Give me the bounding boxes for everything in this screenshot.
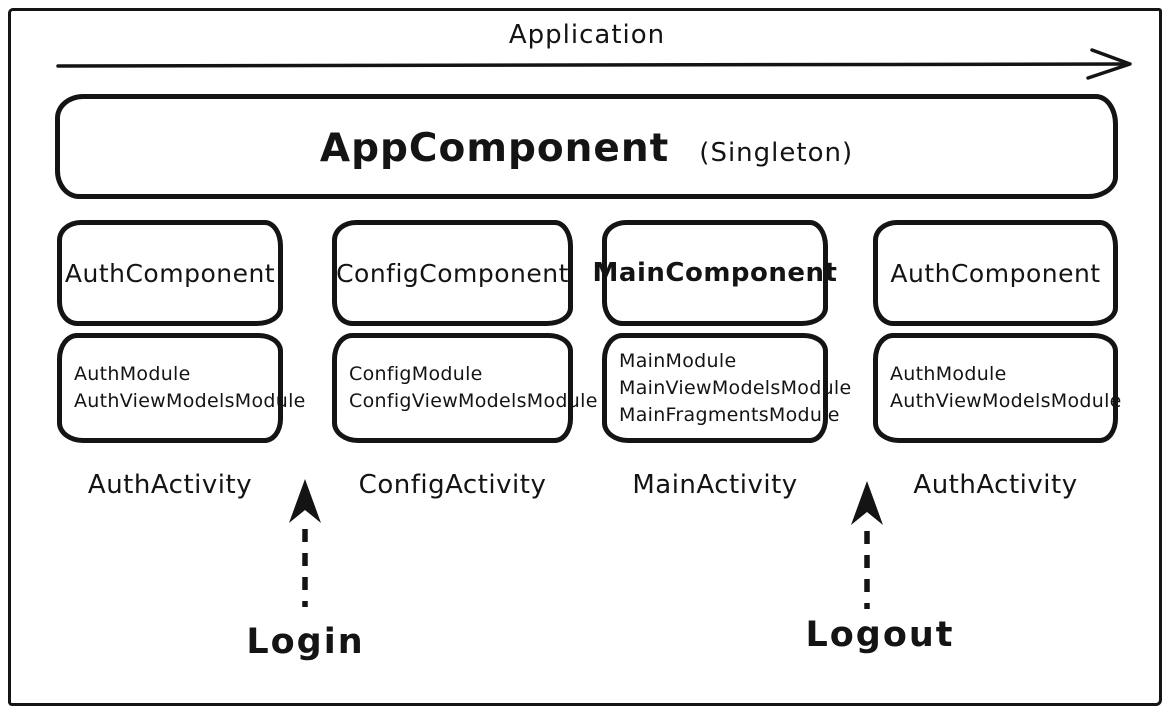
component-box-auth-2: AuthComponent — [873, 220, 1118, 326]
diagram-border-frame — [8, 8, 1162, 706]
login-action-label: Login — [246, 622, 365, 662]
app-component-box: AppComponent (Singleton) — [55, 94, 1118, 199]
activity-label-auth-1: AuthActivity — [87, 470, 253, 500]
module-box-main: MainModule MainViewModelsModule MainFrag… — [602, 333, 851, 443]
login-arrow-icon — [289, 479, 321, 607]
diagram-title: Application — [508, 20, 666, 50]
activity-label-main: MainActivity — [632, 470, 798, 500]
component-box-main: MainComponent — [593, 220, 837, 326]
module-box-config: ConfigModule ConfigViewModelsModule — [332, 333, 597, 443]
module-box-auth-1: AuthModule AuthViewModelsModule — [57, 333, 305, 443]
module-box-auth-2: AuthModule AuthViewModelsModule — [873, 333, 1121, 443]
activity-label-auth-2: AuthActivity — [913, 470, 1078, 500]
logout-action-label: Logout — [805, 615, 955, 655]
component-box-config: ConfigComponent — [332, 220, 573, 326]
app-component-name: AppComponent — [319, 126, 670, 171]
app-component-annotation: (Singleton) — [699, 138, 854, 168]
application-flow-arrow-icon — [56, 48, 1132, 80]
component-box-auth-1: AuthComponent — [57, 220, 283, 326]
logout-arrow-icon — [851, 481, 883, 609]
activity-label-config: ConfigActivity — [358, 470, 547, 500]
